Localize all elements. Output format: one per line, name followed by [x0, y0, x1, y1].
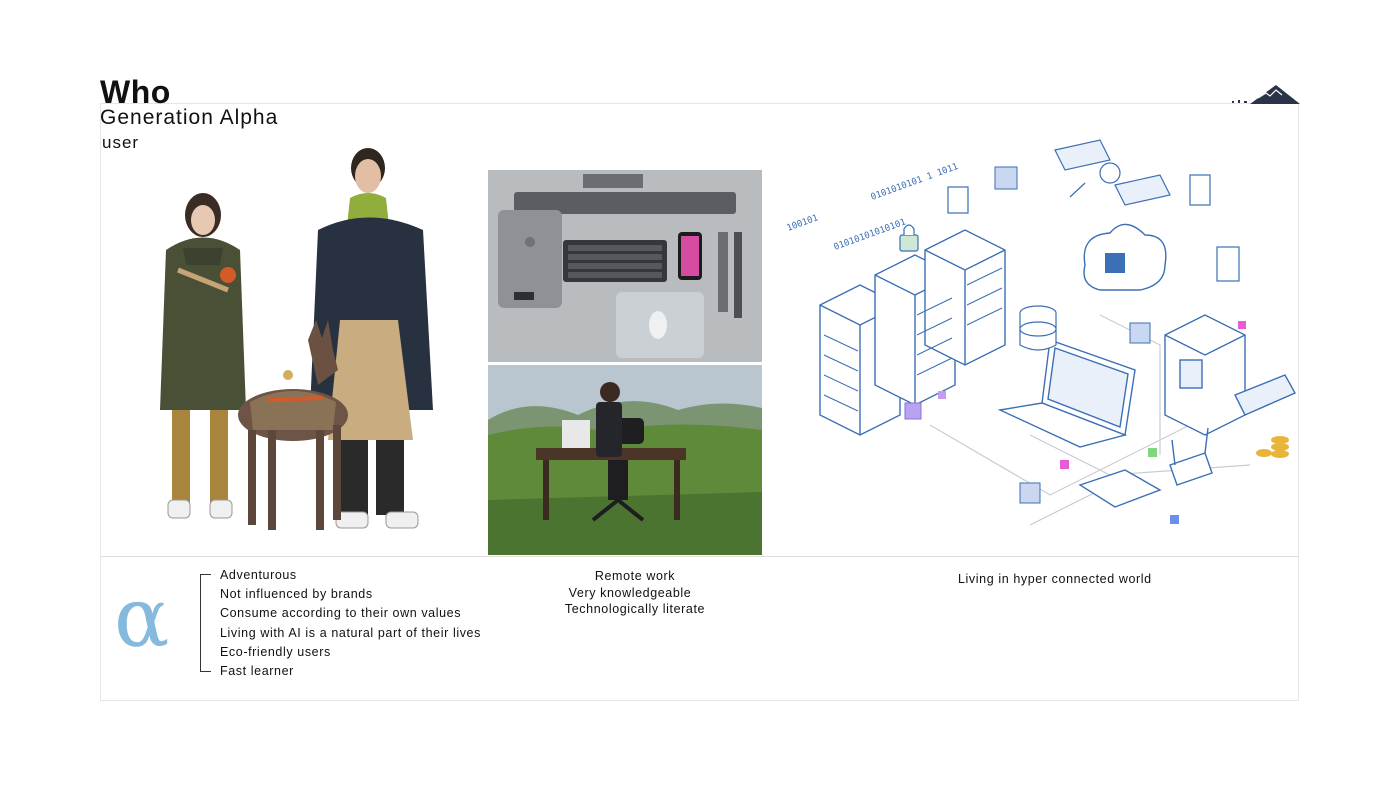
factory-machine [1164, 314, 1296, 436]
satellite [1054, 139, 1171, 206]
server-racks [819, 229, 1006, 436]
dog-figure [238, 320, 348, 530]
traits-list: Adventurous Not influenced by brands Con… [220, 566, 481, 681]
rack-slots [823, 267, 1003, 412]
traits-bracket [200, 574, 211, 672]
page-caption: user [102, 133, 140, 152]
trait-item: Adventurous [220, 568, 297, 582]
work-item: Very knowledgeable [568, 585, 692, 600]
man-figure [310, 148, 433, 529]
mountain-logo-icon [1232, 85, 1300, 104]
desk-top-view [488, 170, 762, 362]
trait-item: Living with AI is a natural part of thei… [220, 625, 481, 640]
page-title: Who [100, 74, 171, 110]
hyper-connected-world-illustration: 100101 01010101010101 0101010101 1 1011 [786, 139, 1296, 526]
cloud [1083, 223, 1167, 291]
mountain-desk-scene [488, 365, 762, 555]
laptop [997, 339, 1136, 448]
binary-text-1: 100101 [786, 213, 820, 234]
work-item: Technologically literate [564, 602, 706, 616]
people-with-dog-illustration [160, 148, 433, 530]
section-divider [100, 556, 1299, 557]
world-caption: Living in hyper connected world [958, 572, 1152, 586]
documents [947, 174, 1240, 282]
binary-text-3: 0101010101 1 1011 [870, 162, 960, 203]
remote-work-photos [488, 170, 762, 555]
coins [1256, 436, 1289, 458]
trait-item: Fast learner [220, 663, 294, 678]
lock-and-database [899, 224, 1057, 351]
trait-item: Consume according to their own values [220, 606, 462, 621]
trait-item: Eco-friendly users [220, 644, 331, 659]
tablet-and-router [1078, 427, 1213, 508]
content-frame [100, 103, 1299, 701]
work-traits: Remote work Very knowledgeable Technolog… [540, 568, 730, 618]
data-cubes [904, 166, 1246, 524]
binary-text-2: 01010101010101 [833, 217, 908, 252]
trait-item: Not influenced by brands [220, 587, 373, 602]
work-item: Remote work [594, 569, 676, 583]
woman-figure [160, 193, 246, 519]
page-subtitle: Generation Alpha [100, 106, 279, 129]
alpha-symbol: α [114, 571, 170, 666]
